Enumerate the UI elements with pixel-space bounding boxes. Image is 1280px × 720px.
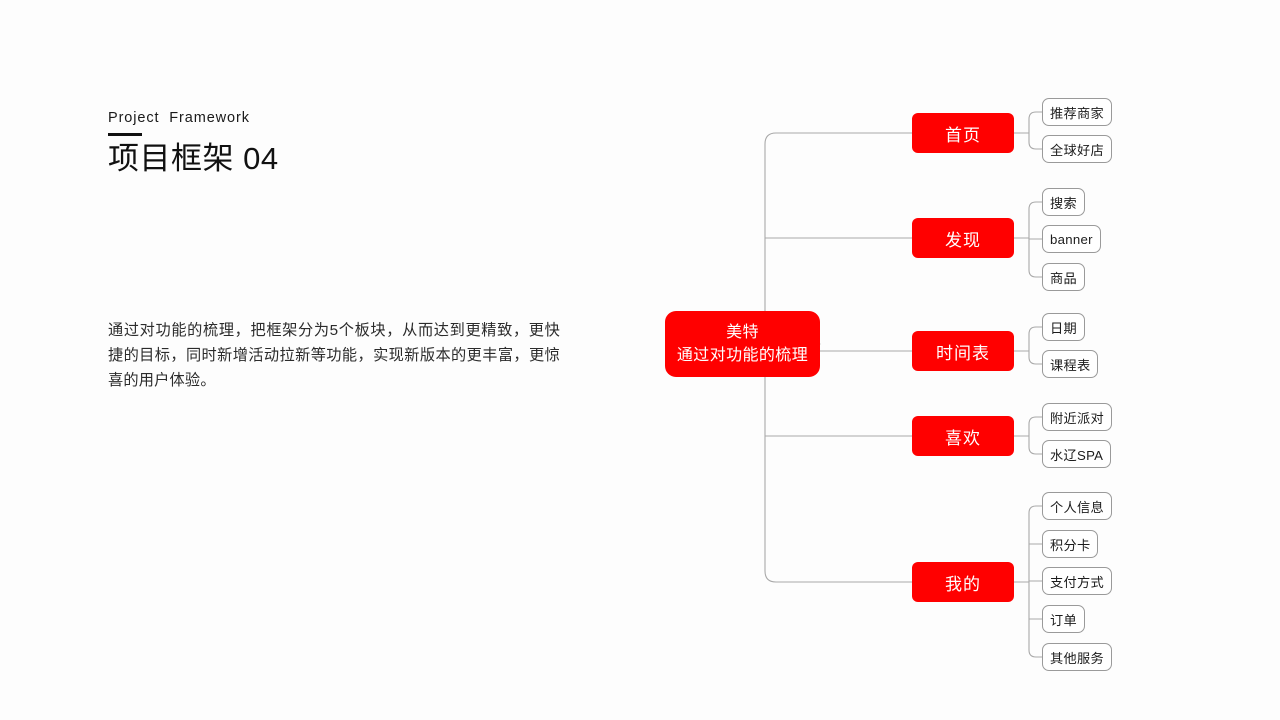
mindmap-leaf-node[interactable]: 附近派对 [1042,403,1112,431]
leaf-label: 其他服务 [1050,650,1104,666]
leaf-label: 个人信息 [1050,499,1104,515]
page-title: 项目框架 04 [108,141,279,177]
leaf-label: 积分卡 [1050,537,1091,553]
mindmap-leaf-node[interactable]: 积分卡 [1042,530,1099,558]
mindmap-leaf-node[interactable]: 支付方式 [1042,567,1112,595]
mindmap-leaf-node[interactable]: 订单 [1042,605,1085,633]
mindmap-leaf-node[interactable]: 商品 [1042,263,1085,291]
mindmap-leaf-node[interactable]: 课程表 [1042,350,1099,378]
leaf-label: 商品 [1050,270,1077,286]
root-line-2: 通过对功能的梳理 [676,347,809,364]
leaf-label: 搜索 [1050,195,1077,211]
mindmap-leaf-node[interactable]: 搜索 [1042,188,1085,216]
mindmap-branch-node-5[interactable]: 我的 [912,562,1014,602]
root-line-1: 美特 [726,324,759,341]
branch-label: 发现 [945,230,981,250]
mindmap-branch-node-3[interactable]: 时间表 [912,331,1014,371]
branch-label: 我的 [945,574,981,594]
slide-heading-block: Project Framework 项目框架 04 [108,110,578,179]
leaf-label: 课程表 [1050,357,1091,373]
leaf-label: 附近派对 [1050,410,1104,426]
heading-rule [108,133,142,137]
mindmap-leaf-node[interactable]: 其他服务 [1042,643,1112,671]
mindmap-leaf-node[interactable]: 推荐商家 [1042,98,1112,126]
mindmap-branch-node-2[interactable]: 发现 [912,218,1014,258]
eyebrow-label: Project Framework [108,110,250,126]
branch-label: 喜欢 [945,428,981,448]
mindmap-root-node[interactable]: 美特通过对功能的梳理 [665,311,820,377]
leaf-label: 日期 [1050,320,1077,336]
branch-label: 首页 [945,125,981,145]
body-paragraph: 通过对功能的梳理，把框架分为5个板块，从而达到更精致，更快捷的目标，同时新增活动… [108,322,560,389]
mindmap-branch-node-4[interactable]: 喜欢 [912,416,1014,456]
leaf-label: 推荐商家 [1050,105,1104,121]
leaf-label: 订单 [1050,612,1077,628]
mindmap-leaf-node[interactable]: 水辽SPA [1042,440,1112,468]
mindmap-leaf-node[interactable]: 个人信息 [1042,492,1112,520]
leaf-label: 支付方式 [1050,574,1104,590]
mindmap-leaf-node[interactable]: 全球好店 [1042,135,1112,163]
mindmap-leaf-node[interactable]: 日期 [1042,313,1085,341]
branch-label: 时间表 [936,343,990,363]
leaf-label: 全球好店 [1050,142,1104,158]
mindmap-leaf-node[interactable]: banner [1042,225,1101,253]
mindmap-branch-node-1[interactable]: 首页 [912,113,1014,153]
leaf-label: 水辽SPA [1050,447,1104,463]
leaf-label: banner [1050,231,1093,247]
